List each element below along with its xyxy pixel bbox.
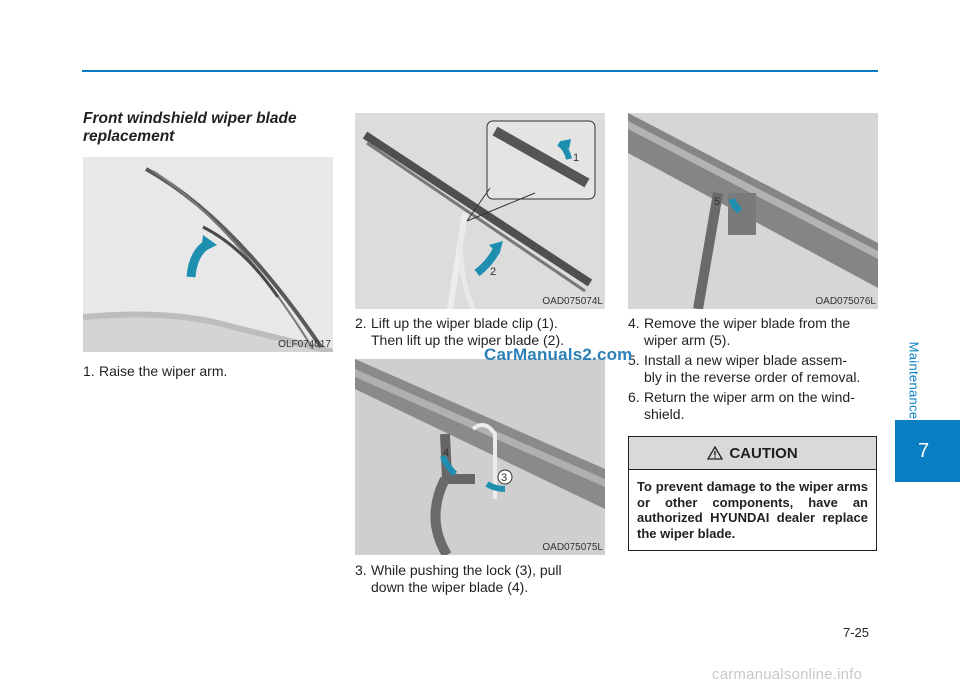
figure-code: OAD075075L — [542, 542, 603, 553]
figure-lift-blade-clip: 1 2 OAD075074L — [355, 113, 605, 309]
caution-title: CAUTION — [729, 444, 798, 462]
callout-5: 5 — [714, 196, 720, 208]
watermark: CarManuals2.com — [484, 345, 633, 364]
remove-arrow-icon — [728, 198, 743, 214]
figure-raise-wiper-arm: OLF074017 — [83, 157, 333, 352]
figure-code: OAD075074L — [542, 296, 603, 307]
section-side-label: Maintenance — [906, 341, 922, 419]
callout-2: 2 — [490, 266, 496, 278]
chapter-number: 7 — [917, 439, 930, 462]
footer-url[interactable]: carmanualsonline.info — [712, 666, 863, 683]
figure-push-lock: 4 3 OAD075075L — [355, 359, 605, 555]
pull-down-arrow-icon — [440, 455, 458, 477]
figure-code: OAD075076L — [815, 296, 876, 307]
caution-box: CAUTION To prevent damage to the wiper a… — [628, 436, 877, 551]
callout-3: 3 — [501, 472, 507, 484]
step-6: 6.Return the wiper arm on the wind- shie… — [628, 389, 855, 422]
callout-4: 4 — [443, 447, 449, 459]
push-arrow-icon — [485, 481, 506, 492]
step-3: 3.While pushing the lock (3), pull down … — [355, 562, 562, 595]
figure-remove-blade: 5 OAD075076L — [628, 113, 878, 309]
caution-header: CAUTION — [629, 437, 876, 470]
step-2: 2.Lift up the wiper blade clip (1). Then… — [355, 315, 564, 348]
warning-triangle-icon — [707, 446, 724, 460]
page-number: 7-25 — [843, 625, 870, 640]
step-5: 5.Install a new wiper blade assem- bly i… — [628, 352, 861, 385]
step-4: 4.Remove the wiper blade from the wiper … — [628, 315, 851, 348]
chapter-tab[interactable]: 7 — [895, 420, 960, 482]
step-1: 1.Raise the wiper arm. — [83, 363, 228, 379]
caution-text: To prevent damage to the wiper arms or o… — [637, 479, 868, 541]
section-title: Front windshield wiper blade replacement — [83, 110, 297, 145]
header-rule — [82, 70, 878, 72]
figure-code: OLF074017 — [278, 339, 331, 350]
callout-1: 1 — [573, 152, 579, 164]
wiper-arm-illustration — [83, 167, 333, 352]
